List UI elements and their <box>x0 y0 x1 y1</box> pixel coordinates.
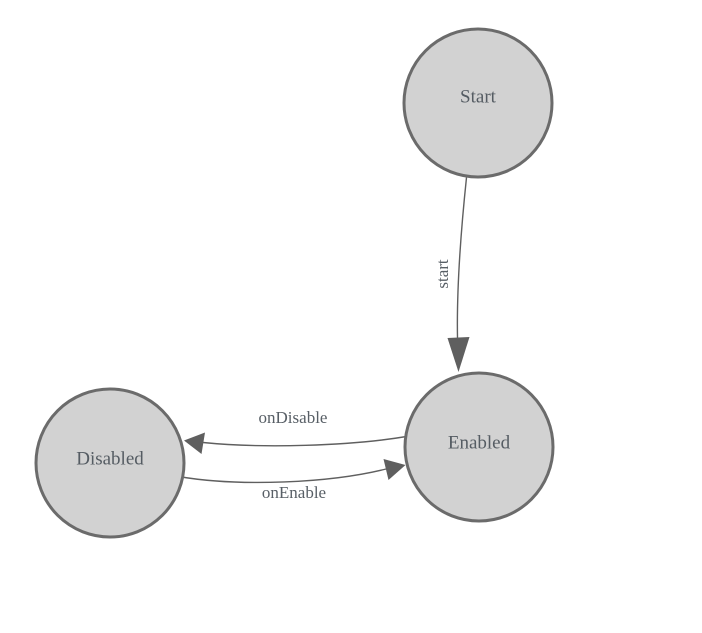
edge-label-start: start <box>433 259 452 289</box>
node-enabled-circle <box>403 371 555 523</box>
edge-disabled-to-enabled[interactable]: onEnable <box>178 459 406 502</box>
edge-enabled-to-disabled[interactable]: onDisable <box>184 408 407 454</box>
edge-enabled-to-disabled-arrowhead <box>184 432 205 454</box>
node-enabled[interactable]: Enabled <box>403 371 555 523</box>
node-disabled-circle <box>34 387 186 539</box>
edge-start-to-enabled-path <box>456 177 468 339</box>
edge-disabled-to-enabled-arrowhead <box>383 459 406 480</box>
edge-start-to-enabled[interactable]: start <box>433 177 470 373</box>
node-disabled[interactable]: Disabled <box>34 387 186 539</box>
node-start-label: Start <box>460 86 497 107</box>
edge-label-onenable: onEnable <box>262 483 326 502</box>
edge-disabled-to-enabled-path <box>178 468 387 484</box>
node-start[interactable]: Start <box>402 27 554 179</box>
edge-start-to-enabled-arrowhead <box>447 337 470 372</box>
edge-label-ondisable: onDisable <box>259 408 328 427</box>
node-enabled-label: Enabled <box>448 432 511 453</box>
node-disabled-label: Disabled <box>76 448 144 469</box>
edge-enabled-to-disabled-path <box>202 435 407 447</box>
node-start-circle <box>402 27 554 179</box>
